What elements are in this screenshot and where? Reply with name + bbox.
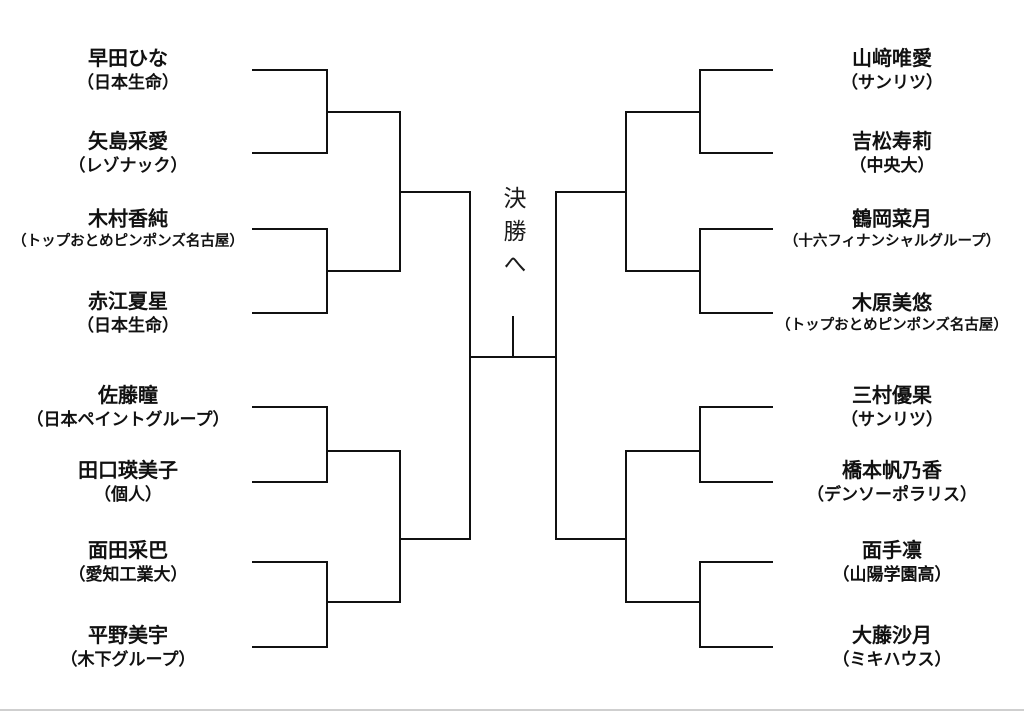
player-name: 大藤沙月: [852, 624, 932, 647]
player-affiliation: （サンリツ）: [841, 409, 943, 429]
player-entry: 大藤沙月 （ミキハウス）: [766, 623, 1018, 671]
player-name: 鶴岡菜月: [852, 208, 932, 231]
player-name: 面手凛: [862, 539, 922, 562]
player-entry: 面手凛 （山陽学園高）: [766, 538, 1018, 586]
player-entry: 平野美宇 （木下グループ）: [2, 623, 254, 671]
player-name: 面田采巴: [88, 539, 168, 562]
final-connector: [469, 316, 557, 358]
bracket-lines-left: [252, 69, 471, 648]
player-entry: 田口瑛美子 （個人）: [2, 458, 254, 506]
player-name: 橋本帆乃香: [842, 459, 942, 482]
player-entry: 赤江夏星 （日本生命）: [2, 289, 254, 337]
player-entry: 鶴岡菜月 （十六フィナンシャルグループ）: [766, 207, 1018, 252]
bracket-lines-right: [555, 69, 773, 648]
final-label: 決勝へ: [500, 186, 526, 285]
player-entry: 三村優果 （サンリツ）: [766, 383, 1018, 431]
player-affiliation: （木下グループ）: [60, 649, 196, 669]
player-entry: 山﨑唯愛 （サンリツ）: [766, 46, 1018, 94]
player-name: 吉松寿莉: [852, 130, 932, 153]
player-affiliation: （トップおとめピンポンズ名古屋）: [12, 233, 244, 250]
player-entry: 矢島采愛 （レゾナック）: [2, 129, 254, 177]
player-affiliation: （愛知工業大）: [68, 564, 188, 584]
player-affiliation: （山陽学園高）: [832, 564, 952, 584]
player-affiliation: （デンソーポラリス）: [807, 484, 977, 504]
player-affiliation: （トップおとめピンポンズ名古屋）: [776, 317, 1008, 334]
player-affiliation: （中央大）: [849, 155, 935, 175]
player-name: 早田ひな: [88, 47, 168, 70]
player-affiliation: （個人）: [94, 484, 162, 504]
player-entry: 木村香純 （トップおとめピンポンズ名古屋）: [2, 207, 254, 252]
player-affiliation: （日本ペイントグループ）: [26, 409, 230, 429]
player-entry: 木原美悠 （トップおとめピンポンズ名古屋）: [766, 291, 1018, 336]
player-name: 佐藤瞳: [98, 384, 158, 407]
player-name: 赤江夏星: [88, 290, 168, 313]
player-entry: 吉松寿莉 （中央大）: [766, 129, 1018, 177]
player-entry: 面田采巴 （愛知工業大）: [2, 538, 254, 586]
player-name: 矢島采愛: [88, 130, 168, 153]
player-name: 三村優果: [852, 384, 932, 407]
player-name: 田口瑛美子: [78, 459, 178, 482]
player-affiliation: （日本生命）: [77, 315, 179, 335]
player-affiliation: （レゾナック）: [68, 155, 188, 175]
player-name: 平野美宇: [88, 624, 168, 647]
player-name: 木村香純: [88, 208, 168, 231]
player-name: 木原美悠: [852, 292, 932, 315]
player-affiliation: （サンリツ）: [841, 72, 943, 92]
player-name: 山﨑唯愛: [852, 47, 932, 70]
player-affiliation: （日本生命）: [77, 72, 179, 92]
player-affiliation: （ミキハウス）: [832, 649, 952, 669]
player-entry: 橋本帆乃香 （デンソーポラリス）: [766, 458, 1018, 506]
player-entry: 早田ひな （日本生命）: [2, 46, 254, 94]
player-affiliation: （十六フィナンシャルグループ）: [783, 233, 1001, 250]
player-entry: 佐藤瞳 （日本ペイントグループ）: [2, 383, 254, 431]
